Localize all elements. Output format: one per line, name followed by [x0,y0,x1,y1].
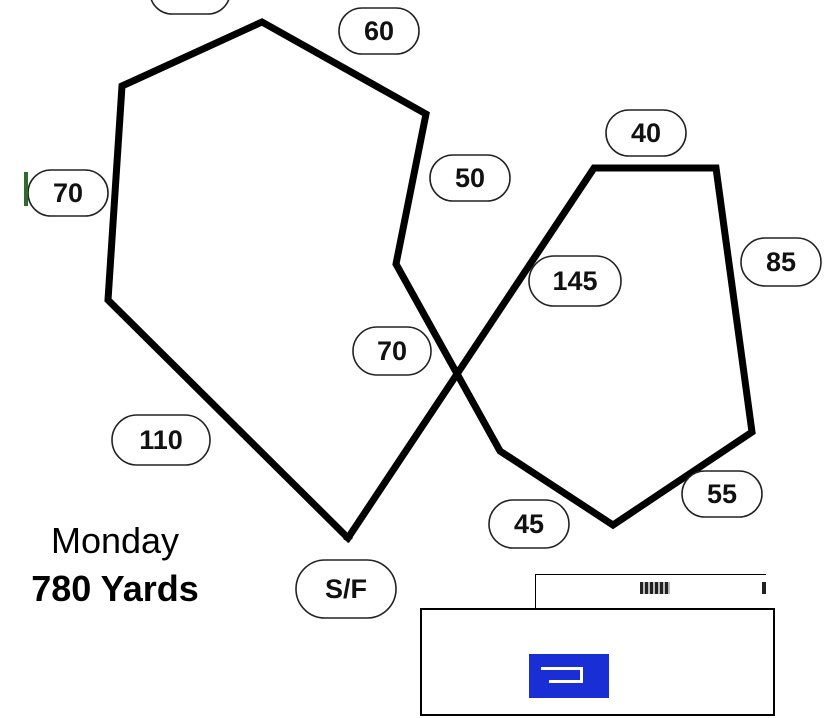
svg-text:110: 110 [139,425,183,455]
toolbar-icon [640,582,670,594]
segment-label-45: 45 [489,500,569,548]
svg-text:S/F: S/F [325,574,367,604]
segment-label-55: 55 [682,471,762,517]
svg-text:55: 55 [707,479,737,509]
company-logo-icon [529,654,609,698]
segment-label-70-center: 70 [353,327,431,375]
segment-label-60: 60 [339,8,419,54]
svg-text:50: 50 [455,163,485,193]
svg-text:45: 45 [514,509,544,539]
segment-label-50: 50 [430,155,510,201]
svg-text:145: 145 [552,266,597,296]
segment-label-145: 145 [529,256,621,306]
svg-text:40: 40 [631,118,661,148]
segment-label-top-partial [150,0,230,14]
day-label: Monday [0,520,230,562]
svg-text:70: 70 [377,336,407,366]
svg-text:85: 85 [766,247,796,277]
start-finish-label: S/F [296,560,396,618]
route-left-loop [108,22,752,538]
toolbar-bar-icon [762,582,766,594]
inset-panel [420,608,775,716]
green-edge-mark [24,172,28,206]
segment-label-40: 40 [606,110,686,156]
segment-label-70-left: 70 [28,170,108,216]
total-distance-label: 780 Yards [0,568,230,610]
segment-label-110: 110 [112,415,210,465]
svg-text:60: 60 [364,16,394,46]
segment-label-85: 85 [741,238,821,286]
svg-text:70: 70 [53,178,83,208]
